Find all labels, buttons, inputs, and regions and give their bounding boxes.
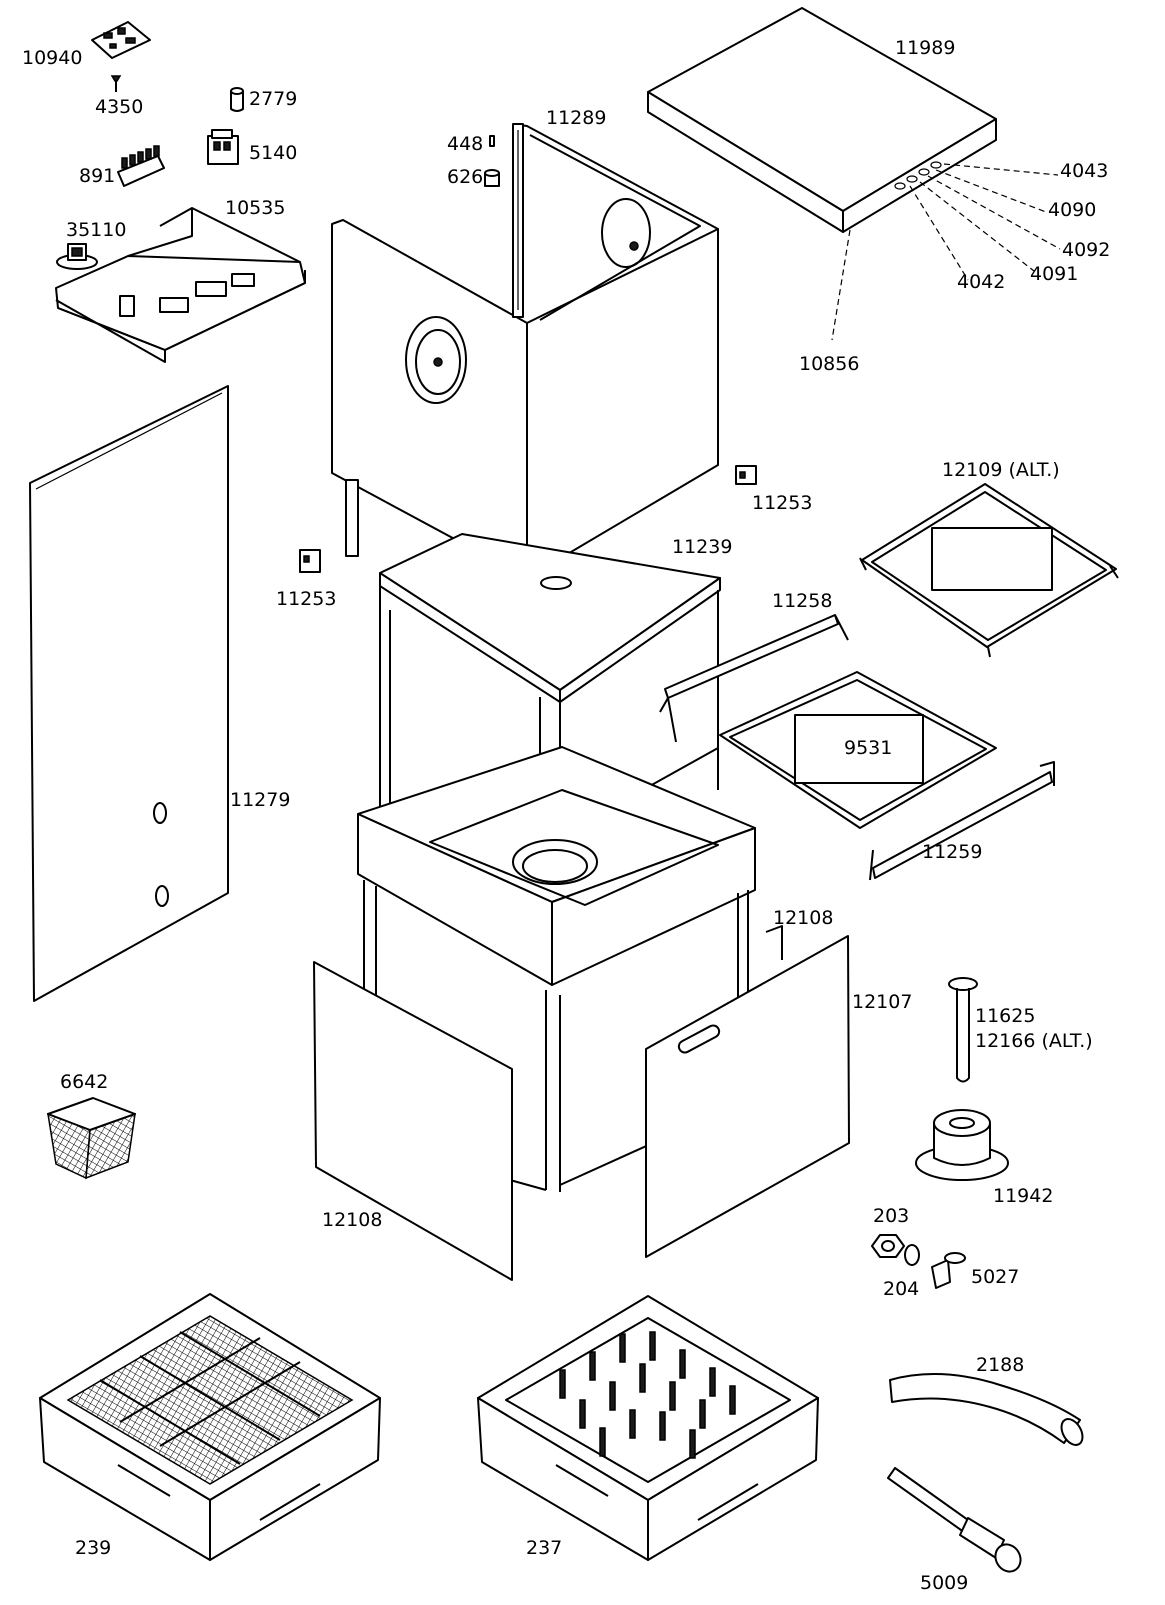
label-626: 626 [447, 166, 483, 188]
label-35110: 35110 [66, 219, 126, 241]
label-6642: 6642 [60, 1071, 108, 1093]
elbow-5027 [931, 1252, 966, 1289]
label-4350: 4350 [95, 96, 143, 118]
label-239: 239 [75, 1537, 111, 1559]
label-10856: 10856 [799, 353, 859, 375]
pressure-switch-35110 [56, 243, 98, 270]
label-12108-rear: 12108 [773, 907, 833, 929]
fill-hose-5009 [887, 1467, 1022, 1573]
label-12109: 12109 (ALT.) [942, 459, 1060, 481]
flat-rack-239 [39, 1293, 381, 1561]
label-4043: 4043 [1060, 160, 1108, 182]
label-11625: 11625 [975, 1005, 1035, 1027]
nut-626 [484, 169, 500, 187]
label-12166: 12166 (ALT.) [975, 1030, 1093, 1052]
side-door-12108-left [313, 961, 513, 1281]
capacitor-2779 [230, 87, 244, 112]
rail-11258 [659, 614, 849, 743]
label-2779: 2779 [249, 88, 297, 110]
rear-panel-12108 [765, 925, 783, 960]
label-5027: 5027 [971, 1266, 1019, 1288]
label-10940: 10940 [22, 47, 82, 69]
side-panel-11279 [29, 385, 229, 1002]
control-tray-10535 [55, 207, 306, 363]
terminal-block-891 [117, 145, 165, 187]
label-11289: 11289 [546, 107, 606, 129]
label-5009: 5009 [920, 1572, 968, 1594]
label-891: 891 [79, 165, 115, 187]
nut-203 [871, 1234, 905, 1258]
cutlery-basket-6642 [47, 1097, 136, 1180]
washer-204 [904, 1244, 920, 1266]
label-11942: 11942 [993, 1185, 1053, 1207]
label-12108-left: 12108 [322, 1209, 382, 1231]
label-4090: 4090 [1048, 199, 1096, 221]
label-11989: 11989 [895, 37, 955, 59]
contactor-5140 [207, 129, 239, 165]
standpipe-11625 [948, 977, 978, 1083]
label-5140: 5140 [249, 142, 297, 164]
label-4092: 4092 [1062, 239, 1110, 261]
label-11253-left: 11253 [276, 588, 336, 610]
bracket-11253-left [299, 549, 321, 573]
label-12107: 12107 [852, 991, 912, 1013]
rail-11259 [869, 761, 1055, 881]
control-lid-11989 [647, 7, 1061, 341]
peg-rack-237 [477, 1295, 819, 1561]
side-door-12107 [645, 935, 850, 1258]
label-9531: 9531 [844, 737, 892, 759]
label-2188: 2188 [976, 1354, 1024, 1376]
hose-2188 [889, 1373, 1084, 1446]
rack-frame-9531 [719, 671, 997, 829]
wash-cabinet-11239 [357, 533, 756, 1192]
label-11258: 11258 [772, 590, 832, 612]
label-204: 204 [883, 1278, 919, 1300]
label-11259: 11259 [922, 841, 982, 863]
label-11279: 11279 [230, 789, 290, 811]
drain-assembly-11942 [915, 1109, 1009, 1181]
label-4042: 4042 [957, 271, 1005, 293]
label-11253-right: 11253 [752, 492, 812, 514]
bracket-11253-right [735, 465, 757, 485]
label-203: 203 [873, 1205, 909, 1227]
upper-hood-11289 [331, 123, 719, 579]
screw-448 [489, 135, 495, 147]
screw-4350 [110, 75, 122, 92]
label-237: 237 [526, 1537, 562, 1559]
label-11239: 11239 [672, 536, 732, 558]
label-448: 448 [447, 133, 483, 155]
label-4091: 4091 [1030, 263, 1078, 285]
rack-frame-12109 [859, 483, 1119, 658]
control-board-10940 [91, 21, 151, 59]
label-10535: 10535 [225, 197, 285, 219]
